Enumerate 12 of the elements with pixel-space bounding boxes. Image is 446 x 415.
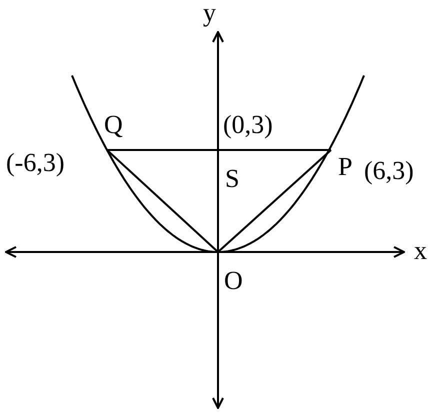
- line-segment: [217, 149, 332, 253]
- line-segment: [106, 149, 219, 253]
- point-label: S: [225, 166, 240, 192]
- coordinate-label: (0,3): [223, 112, 273, 138]
- axis-label: x: [414, 238, 427, 264]
- coordinate-label: (-6,3): [6, 150, 64, 176]
- point-label: O: [224, 268, 243, 294]
- coordinate-label: (6,3): [364, 158, 414, 184]
- axis-label: y: [203, 0, 216, 26]
- point-label: P: [338, 154, 352, 180]
- line-segment: [107, 149, 331, 151]
- point-label: Q: [104, 112, 123, 138]
